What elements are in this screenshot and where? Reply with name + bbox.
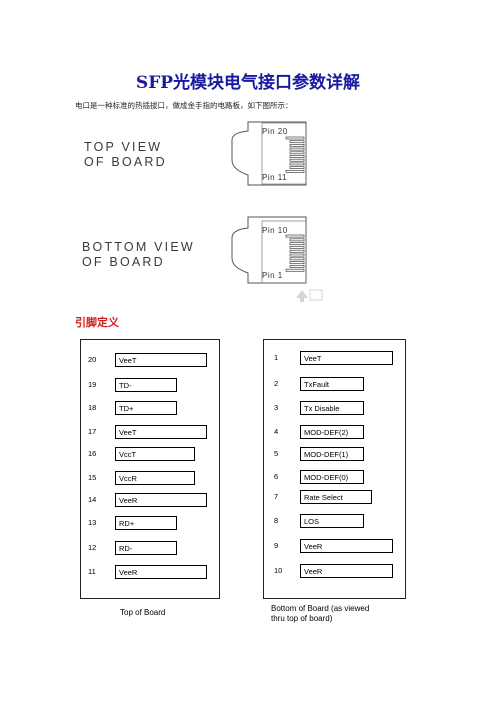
gold-finger-pin bbox=[289, 253, 305, 257]
top-pin-high-label: Pin 20 bbox=[262, 127, 288, 136]
top-of-board-pin-number: 19 bbox=[88, 380, 97, 389]
section-heading-pin-definition: 引脚定义 bbox=[75, 316, 119, 329]
gold-finger-pin bbox=[289, 257, 305, 261]
top-of-board-pin-number: 12 bbox=[88, 543, 97, 552]
bottom-of-board-pin-number: 8 bbox=[274, 516, 279, 525]
bottom-view-label-line2: OF BOARD bbox=[82, 255, 165, 269]
gold-finger-pin bbox=[289, 246, 305, 249]
gold-finger-pin bbox=[289, 242, 305, 246]
gold-finger-pin bbox=[285, 169, 305, 173]
top-board-outline bbox=[231, 121, 307, 186]
top-of-board-caption: Top of Board bbox=[120, 608, 166, 617]
gold-finger-pin bbox=[289, 140, 305, 144]
top-of-board-pin-label: TD+ bbox=[115, 401, 177, 415]
bottom-of-board-pin-number: 10 bbox=[274, 566, 283, 575]
bottom-board-outline bbox=[231, 216, 307, 284]
bottom-view-label-line1: BOTTOM VIEW bbox=[82, 240, 195, 254]
top-view-label-line1: TOP VIEW bbox=[84, 140, 163, 154]
bottom-of-board-pin-number: 6 bbox=[274, 472, 279, 481]
top-of-board-pin-label: VeeT bbox=[115, 425, 207, 439]
gold-finger-pin bbox=[285, 136, 305, 140]
top-of-board-pin-number: 18 bbox=[88, 403, 97, 412]
bottom-of-board-pin-number: 3 bbox=[274, 403, 279, 412]
top-of-board-pin-number: 14 bbox=[88, 495, 97, 504]
bottom-of-board-caption-line1: Bottom of Board (as viewed bbox=[271, 604, 370, 613]
gold-finger-pin bbox=[289, 155, 305, 158]
bottom-of-board-caption-line2: thru top of board) bbox=[271, 614, 333, 623]
bottom-of-board-pin-label: VeeR bbox=[300, 564, 393, 578]
gold-finger-pin bbox=[289, 147, 305, 151]
document-title: SFP光模块电气接口参数详解 bbox=[135, 73, 361, 93]
bottom-of-board-pin-label: Tx Disable bbox=[300, 401, 364, 415]
watermark-logo bbox=[296, 289, 323, 302]
intro-paragraph: 电口是一种标准的热插拔口，做成金手指的电路板，如下图所示： bbox=[75, 101, 293, 110]
gold-finger-pin bbox=[289, 158, 305, 162]
gold-finger-pin bbox=[285, 268, 305, 272]
top-of-board-pin-label: RD- bbox=[115, 541, 177, 555]
bottom-pin-high-label: Pin 10 bbox=[262, 226, 288, 235]
top-of-board-pin-label: RD+ bbox=[115, 516, 177, 530]
bottom-of-board-pin-number: 4 bbox=[274, 427, 279, 436]
top-of-board-pin-label: VeeR bbox=[115, 493, 207, 507]
gold-finger-pin bbox=[289, 151, 305, 155]
bottom-of-board-pin-number: 5 bbox=[274, 449, 279, 458]
gold-finger-pin bbox=[289, 166, 305, 169]
top-of-board-pin-number: 16 bbox=[88, 449, 97, 458]
gold-finger-pin bbox=[289, 265, 305, 268]
top-of-board-pin-number: 13 bbox=[88, 518, 97, 527]
bottom-of-board-caption: Bottom of Board (as viewed thru top of b… bbox=[271, 604, 369, 624]
top-of-board-pin-number: 15 bbox=[88, 473, 97, 482]
bottom-of-board-pin-number: 1 bbox=[274, 353, 279, 362]
bottom-of-board-pin-label: MOD-DEF(2) bbox=[300, 425, 364, 439]
bottom-of-board-pin-label: MOD-DEF(1) bbox=[300, 447, 364, 461]
bottom-of-board-pin-number: 2 bbox=[274, 379, 279, 388]
gold-finger-pin bbox=[289, 238, 305, 242]
bottom-of-board-pin-label: TxFault bbox=[300, 377, 364, 391]
top-of-board-pin-label: VeeT bbox=[115, 353, 207, 367]
bottom-gold-fingers bbox=[285, 234, 305, 272]
top-view-label: TOP VIEW OF BOARD bbox=[84, 140, 167, 170]
gold-finger-pin bbox=[289, 249, 305, 253]
bottom-of-board-pin-label: VeeR bbox=[300, 539, 393, 553]
bottom-of-board-pin-label: LOS bbox=[300, 514, 364, 528]
top-of-board-pin-number: 11 bbox=[88, 567, 96, 576]
bottom-pin-low-label: Pin 1 bbox=[262, 271, 283, 280]
gold-finger-pin bbox=[289, 144, 305, 147]
bottom-of-board-pin-label: VeeT bbox=[300, 351, 393, 365]
top-of-board-pin-number: 20 bbox=[88, 355, 97, 364]
top-of-board-pin-label: VeeR bbox=[115, 565, 207, 579]
top-of-board-pin-number: 17 bbox=[88, 427, 97, 436]
bottom-view-label: BOTTOM VIEW OF BOARD bbox=[82, 240, 195, 270]
top-gold-fingers bbox=[285, 136, 305, 173]
gold-finger-pin bbox=[289, 261, 305, 265]
gold-finger-pin bbox=[285, 234, 305, 238]
top-of-board-pin-label: VccR bbox=[115, 471, 195, 485]
bottom-of-board-pin-number: 7 bbox=[274, 492, 279, 501]
bottom-of-board-pin-number: 9 bbox=[274, 541, 279, 550]
top-of-board-pin-label: VccT bbox=[115, 447, 195, 461]
bottom-of-board-pin-label: MOD-DEF(0) bbox=[300, 470, 364, 484]
gold-finger-pin bbox=[289, 162, 305, 166]
top-view-label-line2: OF BOARD bbox=[84, 155, 167, 169]
top-of-board-pin-label: TD- bbox=[115, 378, 177, 392]
top-pin-low-label: Pin 11 bbox=[262, 173, 287, 182]
bottom-of-board-pin-label: Rate Select bbox=[300, 490, 372, 504]
